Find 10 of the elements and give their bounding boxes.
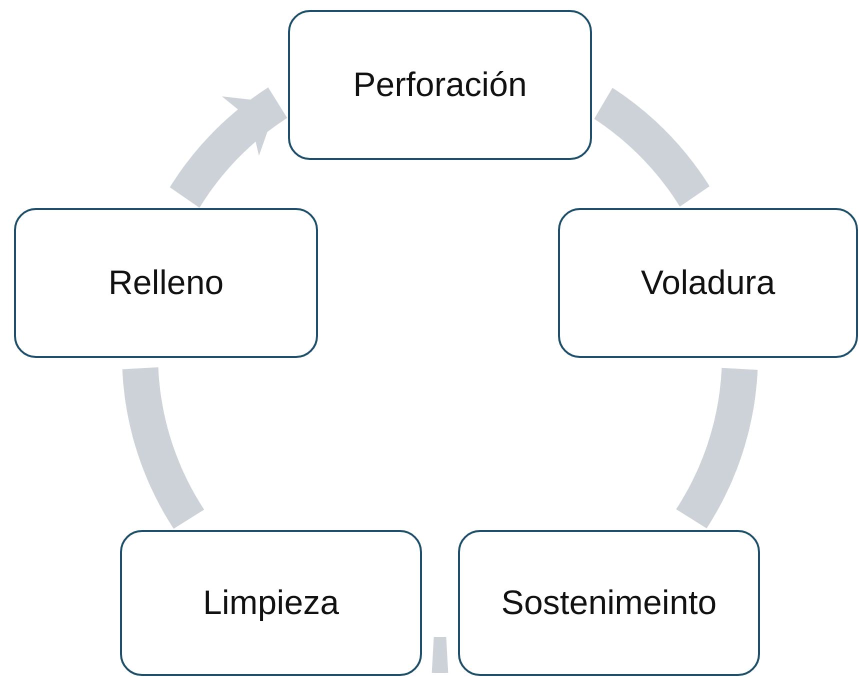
step-box: [14, 208, 318, 358]
step-box: [458, 530, 760, 676]
step-box: [288, 10, 592, 160]
step-label: Relleno: [108, 264, 224, 302]
step-box: [120, 530, 422, 676]
step-box: [558, 208, 858, 358]
step-label: Voladura: [640, 264, 776, 302]
step-label: Limpieza: [202, 584, 340, 622]
step-label: Perforación: [353, 66, 527, 104]
step-label: Sostenimeinto: [501, 584, 717, 622]
